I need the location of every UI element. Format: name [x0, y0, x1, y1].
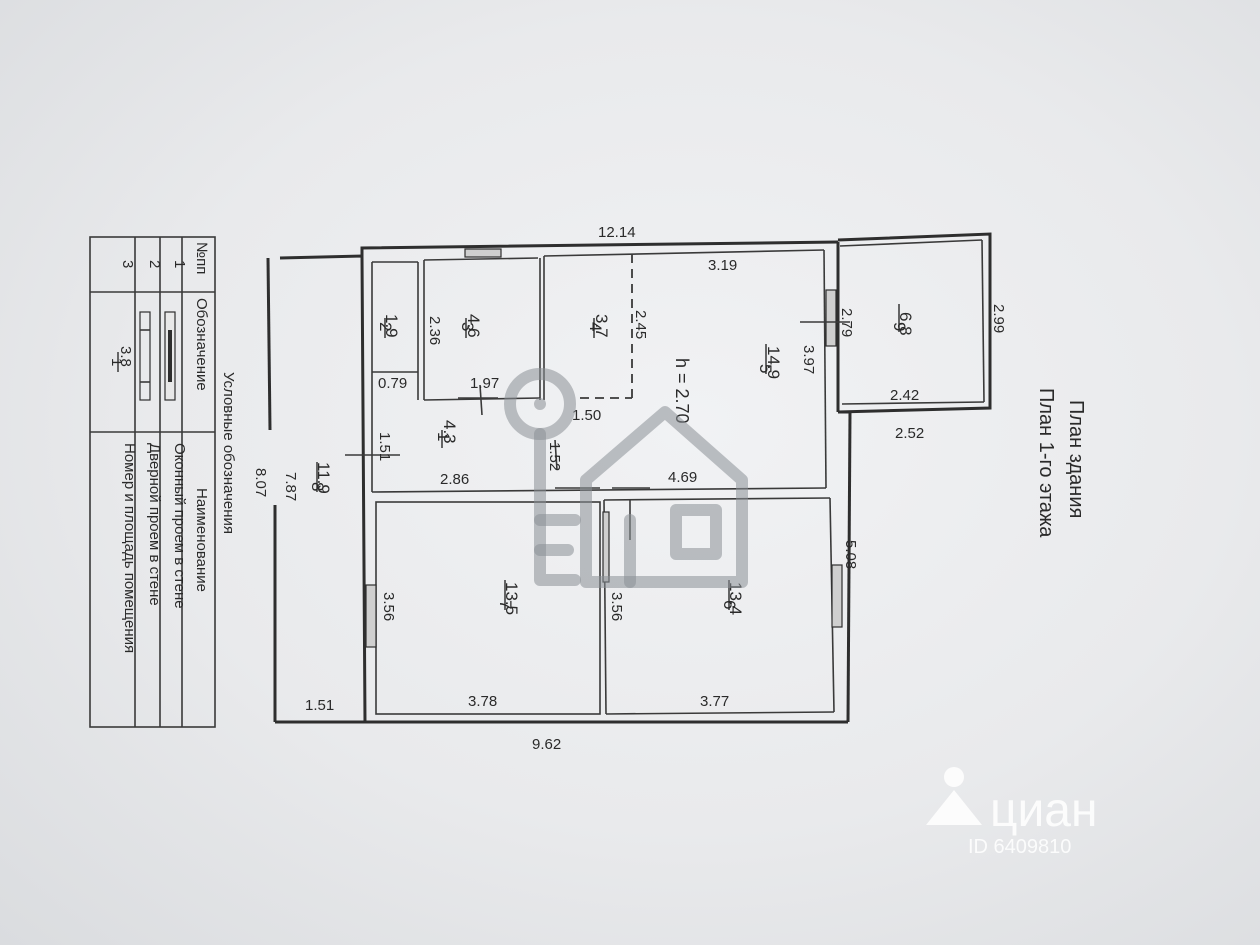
room-6-area: 13.4: [726, 582, 745, 615]
dim-0-79: 0.79: [378, 375, 407, 392]
openings: [345, 248, 850, 648]
door-room6: [602, 511, 610, 583]
legend-header-num: №пп: [193, 242, 210, 274]
legend-header-symbol: Обозначение: [193, 298, 210, 391]
door-symbol: [139, 311, 151, 401]
legend-row3-name: Номер и площадь помещения: [121, 443, 138, 653]
legend-header-name: Наименование: [193, 488, 210, 592]
dimension-labels: 12.14 9.62 8.07 7.87 3.19 3.97 2.45 2.36…: [252, 224, 1007, 753]
legend-row3-num: 3: [119, 260, 136, 268]
dim-2-86: 2.86: [440, 471, 469, 488]
dim-1-52: 1.52: [546, 442, 563, 471]
room-4-area: 3.7: [592, 314, 611, 338]
window-room3: [464, 248, 502, 258]
room-8-area: 11.9: [314, 462, 333, 494]
room-1-number: 1: [434, 432, 453, 441]
legend-symbol-number: 1: [108, 358, 125, 366]
dim-room9-width-outer: 2.52: [895, 425, 924, 442]
location-pin-icon: [926, 767, 982, 825]
key-house-watermark: [504, 368, 748, 588]
dim-room6-width: 3.77: [700, 693, 729, 710]
ceiling-height: h = 2.70: [672, 358, 692, 424]
dim-bottom-total: 9.62: [532, 736, 561, 753]
dim-1-51: 1.51: [376, 432, 393, 461]
window-room7: [365, 584, 377, 648]
dim-room9-height-outer: 2.99: [990, 304, 1007, 333]
dim-left-inner: 7.87: [282, 472, 299, 501]
dim-room9-depth: 2.79: [838, 308, 855, 337]
plan-titles: План здания План 1-го этажа: [1035, 388, 1087, 538]
title-building-plan: План здания: [1065, 400, 1087, 518]
dim-room5-width: 3.19: [708, 257, 737, 274]
room-3-area: 4.6: [464, 314, 483, 338]
house-icon: [580, 406, 748, 588]
legend-table: №пп Обозначение Наименование 1 2 3 1 3.8…: [89, 236, 237, 728]
legend-symbol-area: 3.8: [117, 346, 134, 367]
dim-terrace-width: 1.51: [305, 697, 334, 714]
dim-top-total: 12.14: [598, 224, 636, 241]
dim-room5-height: 3.97: [800, 345, 817, 374]
legend-border: [89, 236, 216, 728]
title-floor-plan: План 1-го этажа: [1035, 388, 1057, 538]
window-room6: [831, 564, 843, 628]
dim-4-69: 4.69: [668, 469, 697, 486]
legend-row1-num: 1: [171, 260, 188, 268]
legend-row1-name: Оконный проем в стене: [171, 443, 188, 609]
room-3-number: 3: [458, 322, 477, 331]
door-mark-room4: [554, 439, 558, 471]
key-shaft-icon: [534, 428, 581, 586]
room-7-area: 13.5: [502, 582, 521, 615]
room-5-area: 14.9: [764, 346, 783, 379]
listing-id: ID 6409810: [968, 836, 1071, 858]
legend-title: Условные обозначения: [220, 372, 237, 534]
building-walls: [266, 232, 992, 724]
cian-watermark: циан ID 6409810: [926, 767, 1098, 858]
room-9-area: 6.8: [896, 312, 915, 336]
dim-room9-width: 2.42: [890, 387, 919, 404]
room-4-number: 4: [586, 322, 605, 331]
dim-room6-height: 3.56: [608, 592, 625, 621]
room-1-area: 4.3: [440, 420, 459, 444]
cian-logo-text: циан: [990, 784, 1098, 837]
dim-left-total: 8.07: [252, 468, 269, 497]
dim-room4-height: 2.45: [632, 310, 649, 339]
room-2-area: 1.9: [382, 314, 401, 338]
legend-row2-name: Дверной проем в стене: [146, 443, 163, 606]
dim-1-50: 1.50: [572, 407, 601, 424]
legend-row2-num: 2: [146, 260, 163, 268]
dim-1-97: 1.97: [470, 375, 499, 392]
dim-5-08: 5.08: [842, 540, 859, 569]
dim-room7-height: 3.56: [380, 592, 397, 621]
door-mark-room1: [479, 384, 483, 416]
dim-room7-width: 3.78: [468, 693, 497, 710]
window-room5-9: [825, 289, 837, 347]
dim-room3-height: 2.36: [426, 316, 443, 345]
